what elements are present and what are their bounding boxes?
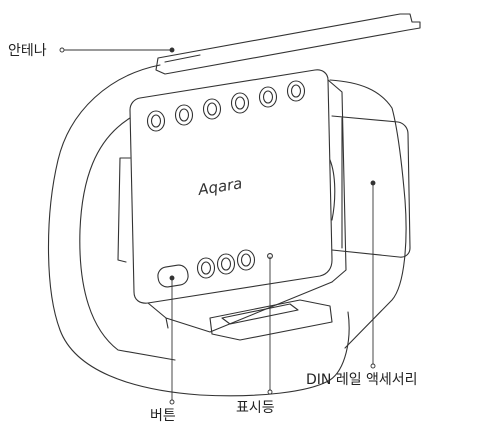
device-side-face	[327, 79, 347, 283]
antenna-cable	[47, 64, 350, 397]
aqara-logo: Aqara	[196, 174, 244, 199]
left-side-clip	[117, 157, 131, 263]
top-terminal-holes	[146, 80, 306, 132]
device-front-face	[129, 69, 333, 304]
bottom-terminal-holes	[196, 249, 256, 279]
bottom-connector	[209, 299, 333, 341]
din-rail-accessory	[329, 115, 411, 258]
indicator-label: 표시등	[236, 400, 275, 416]
device-bottom-face	[147, 281, 333, 333]
callout-lines	[61, 49, 374, 401]
antenna-strip	[155, 13, 421, 75]
din-rail-label: DIN 레일 액세서리	[306, 372, 418, 388]
device-button	[157, 264, 189, 288]
antenna-label: 안테나	[8, 43, 47, 59]
rear-housing	[79, 79, 407, 361]
button-label: 버튼	[150, 408, 176, 424]
callout-dots	[59, 47, 376, 405]
